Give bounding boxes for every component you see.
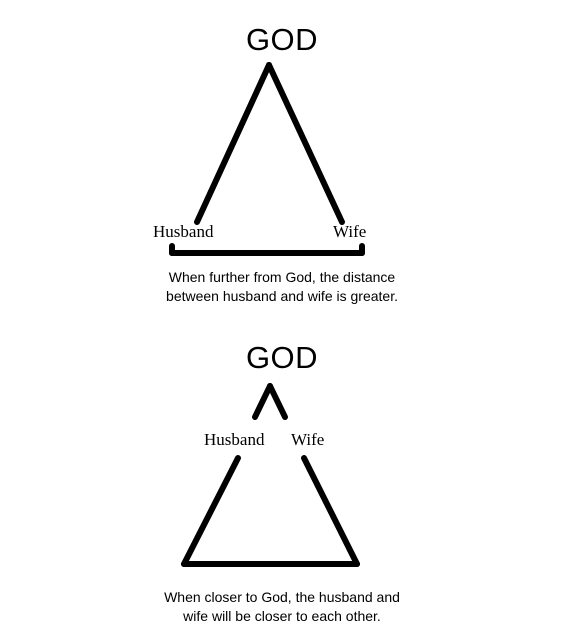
- god-label-top: GOD: [245, 22, 319, 57]
- wife-label-bottom: Wife: [291, 430, 325, 449]
- caption-bottom-line2: wife will be closer to each other.: [183, 608, 381, 624]
- triangle-top-left-side: [194, 62, 272, 225]
- husband-label-bottom: Husband: [204, 430, 265, 449]
- triangle-bottom-right-lower: [301, 455, 360, 567]
- triangle-bottom-left-lower: [181, 455, 241, 567]
- wife-label-top: Wife: [333, 222, 367, 241]
- caption-bottom-line1: When closer to God, the husband and: [164, 589, 400, 605]
- god-label-bottom: GOD: [245, 340, 319, 375]
- caption-top-line2: between husband and wife is greater.: [166, 288, 398, 304]
- caption-top: When further from God, the distance betw…: [0, 268, 564, 306]
- triangle-bottom: [181, 383, 360, 567]
- triangle-top: [169, 62, 365, 256]
- caption-top-line1: When further from God, the distance: [168, 269, 396, 285]
- triangle-bottom-left-upper: [252, 383, 273, 420]
- triangle-top-right-side: [266, 62, 345, 225]
- husband-label-top: Husband: [153, 222, 214, 241]
- diagram-far-from-god: GOD Husband Wife When further from God, …: [0, 22, 564, 306]
- diagram-close-to-god: GOD Husband Wife When closer to God, the…: [0, 330, 564, 640]
- triangle-bottom-right-upper: [267, 383, 288, 420]
- caption-bottom: When closer to God, the husband and wife…: [0, 588, 564, 626]
